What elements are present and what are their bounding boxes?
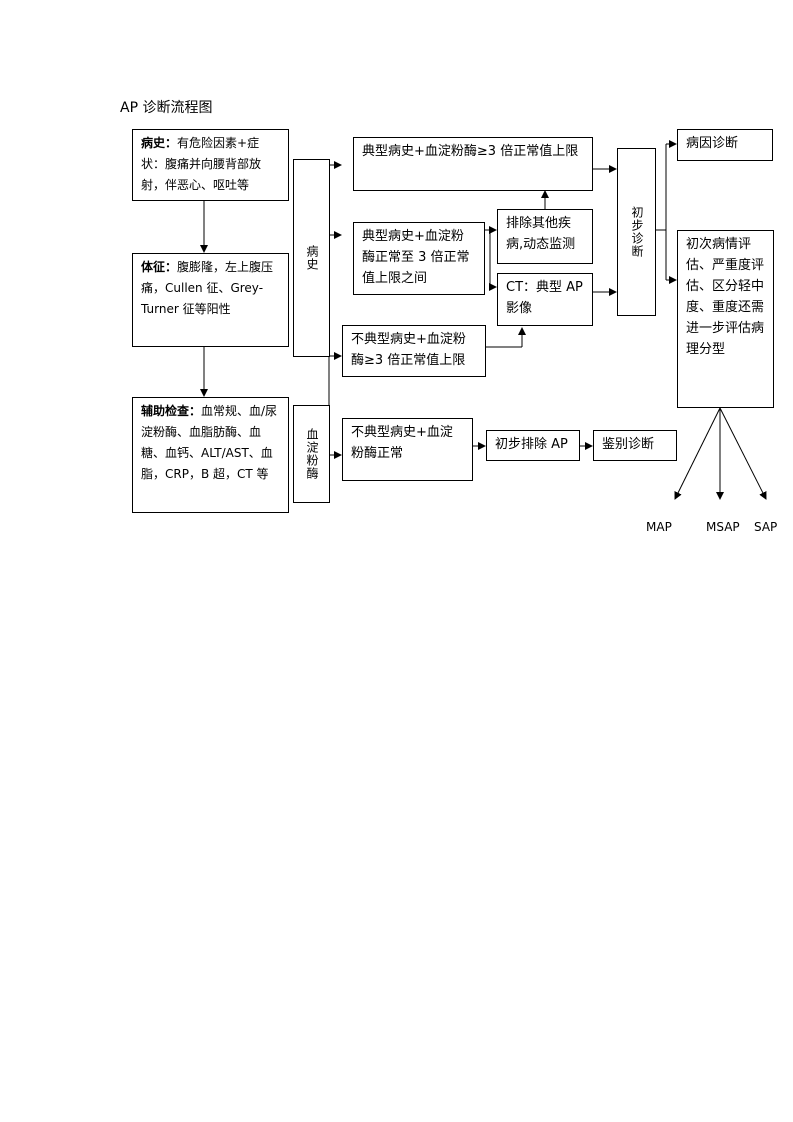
typical-mid-box: 典型病史+血淀粉酶正常至 3 倍正常值上限之间 — [353, 222, 485, 295]
atypical-normal-box: 不典型病史+血淀粉酶正常 — [342, 418, 473, 481]
initial-exclude-box: 初步排除 AP — [486, 430, 580, 461]
atypical-normal-text: 不典型病史+血淀粉酶正常 — [351, 425, 453, 461]
ct-text: CT：典型 AP 影像 — [506, 280, 583, 316]
initial-diag-box: 初步诊断 — [617, 148, 656, 316]
diagram-title: AP 诊断流程图 — [120, 100, 213, 116]
initial-diag-text: 初步诊断 — [630, 206, 644, 258]
bingshi-box: 病史 — [293, 159, 330, 357]
history-box: 病史：有危险因素+症状：腹痛并向腰背部放射，伴恶心、呕吐等 — [132, 129, 289, 201]
severity-box: 初次病情评估、严重度评估、区分轻中度、重度还需进一步评估病理分型 — [677, 230, 774, 408]
aux-head: 辅助检查： — [141, 404, 202, 418]
initial-exclude-text: 初步排除 AP — [495, 437, 568, 452]
signs-box: 体征：腹膨隆，左上腹压痛，Cullen 征、Grey-Turner 征等阳性 — [132, 253, 289, 347]
history-head: 病史： — [141, 136, 178, 150]
differential-box: 鉴别诊断 — [593, 430, 677, 461]
xuedianfenmei-box: 血淀粉酶 — [293, 405, 330, 503]
outcome-map: MAP — [646, 520, 672, 534]
atypical-high-box: 不典型病史+血淀粉酶≥3 倍正常值上限 — [342, 325, 486, 377]
severity-text: 初次病情评估、严重度评估、区分轻中度、重度还需进一步评估病理分型 — [686, 237, 765, 357]
aux-body: 血常规、血/尿淀粉酶、血脂肪酶、血糖、血钙、ALT/AST、血脂，CRP，B 超… — [141, 404, 278, 481]
exclude-other-text: 排除其他疾病,动态监测 — [506, 216, 576, 252]
arrow-to-sap — [719, 407, 767, 500]
typical-high-text: 典型病史+血淀粉酶≥3 倍正常值上限 — [362, 144, 579, 159]
atypical-high-text: 不典型病史+血淀粉酶≥3 倍正常值上限 — [351, 332, 466, 368]
aux-box: 辅助检查：血常规、血/尿淀粉酶、血脂肪酶、血糖、血钙、ALT/AST、血脂，CR… — [132, 397, 289, 513]
xuedianfenmei-label: 血淀粉酶 — [305, 428, 319, 480]
etiology-text: 病因诊断 — [686, 136, 739, 151]
outcome-msap: MSAP — [706, 520, 740, 534]
exclude-other-box: 排除其他疾病,动态监测 — [497, 209, 593, 264]
signs-body: 腹膨隆，左上腹压痛，Cullen 征、Grey-Turner 征等阳性 — [141, 260, 274, 316]
bingshi-label: 病史 — [305, 245, 319, 271]
typical-mid-text: 典型病史+血淀粉酶正常至 3 倍正常值上限之间 — [362, 229, 470, 286]
differential-text: 鉴别诊断 — [602, 437, 655, 452]
typical-high-box: 典型病史+血淀粉酶≥3 倍正常值上限 — [353, 137, 593, 191]
outcome-sap: SAP — [754, 520, 778, 534]
etiology-box: 病因诊断 — [677, 129, 773, 161]
ct-box: CT：典型 AP 影像 — [497, 273, 593, 326]
history-body: 有危险因素+症状：腹痛并向腰背部放射，伴恶心、呕吐等 — [141, 136, 262, 192]
arrow-to-map — [674, 407, 721, 500]
signs-head: 体征： — [141, 260, 178, 274]
